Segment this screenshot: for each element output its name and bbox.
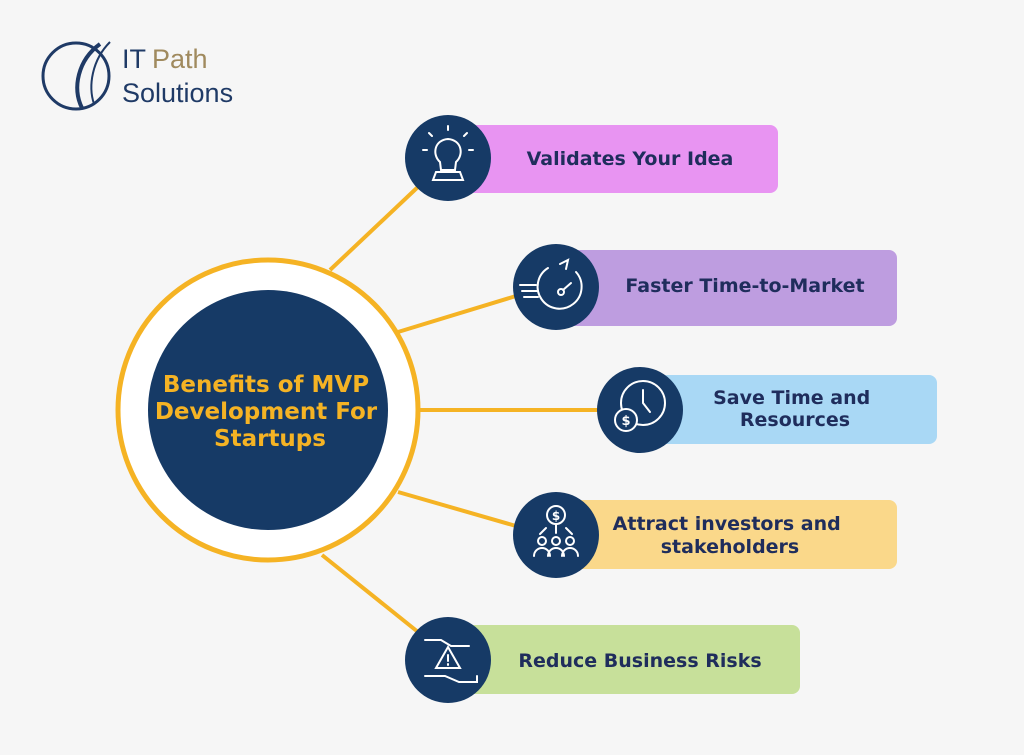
benefit-pill: [558, 250, 897, 326]
benefit-faster-time-to-market: Faster Time-to-Market: [513, 244, 897, 330]
benefit-pill: [450, 125, 778, 193]
logo-swoosh-icon: [41, 41, 111, 111]
benefit-icon-circle: [597, 367, 683, 453]
investors-icon: $: [533, 505, 579, 557]
logo-text-it: IT: [122, 44, 146, 74]
center-title: Benefits of MVP Development For Startups: [155, 372, 385, 452]
benefit-label: Faster Time-to-Market: [625, 275, 864, 297]
svg-text:$: $: [621, 414, 630, 429]
benefit-pill: [450, 625, 800, 694]
logo-text-solutions: Solutions: [122, 78, 233, 108]
lightbulb-gear-icon: [422, 125, 474, 181]
svg-text:$: $: [552, 509, 560, 523]
connector-5: [320, 553, 420, 634]
benefit-label: Save Time and Resources: [713, 387, 877, 431]
benefit-save-time-resources: $ Save Time and Resources: [597, 367, 937, 453]
benefit-label: Validates Your Idea: [527, 148, 734, 170]
connector-2: [397, 294, 517, 334]
benefit-attract-investors: $ Attract investors and stakeholders: [513, 492, 897, 578]
logo: IT Path Solutions: [41, 41, 233, 111]
benefit-icon-circle: [513, 244, 599, 330]
benefit-validates-idea: Validates Your Idea: [405, 115, 778, 201]
speed-clock-icon: [519, 258, 583, 310]
benefit-pill: [558, 500, 897, 569]
benefit-label: Attract investors and stakeholders: [613, 513, 848, 558]
benefit-icon-circle: [405, 115, 491, 201]
logo-text-path: Path: [152, 44, 208, 74]
hand-warning-icon: [424, 639, 478, 683]
connector-1: [328, 183, 422, 272]
benefit-pill: [642, 375, 937, 444]
benefit-label: Reduce Business Risks: [518, 650, 761, 672]
benefit-icon-circle: [513, 492, 599, 578]
center-circle: [148, 290, 388, 530]
connectors: [320, 183, 600, 634]
benefit-reduce-risks: Reduce Business Risks: [405, 617, 800, 703]
clock-dollar-icon: $: [614, 380, 666, 432]
connector-4: [397, 490, 517, 528]
